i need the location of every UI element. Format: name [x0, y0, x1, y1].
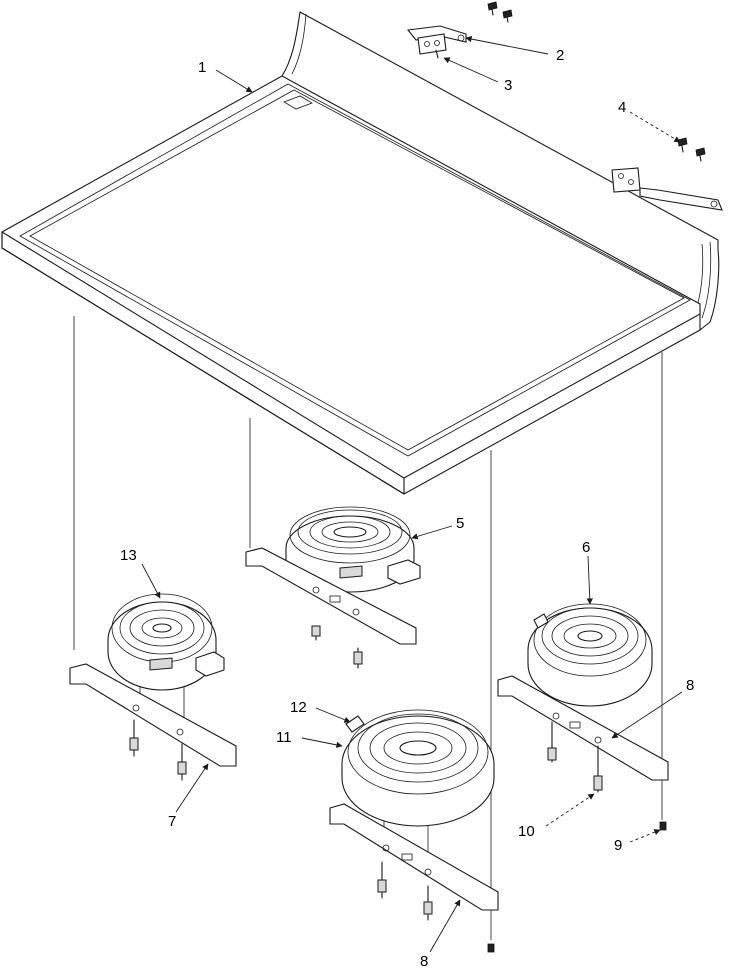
- callout-6: 6: [582, 539, 590, 556]
- screws-right: [677, 137, 706, 162]
- screws-top: [487, 1, 513, 23]
- screw-10: [593, 745, 603, 793]
- callout-4: 4: [618, 99, 626, 116]
- callout-8-front: 8: [420, 953, 428, 970]
- callout-5: 5: [456, 515, 464, 532]
- screw-9: [659, 821, 667, 831]
- callout-1: 1: [198, 59, 206, 76]
- callout-13: 13: [120, 547, 137, 564]
- callout-11: 11: [276, 729, 292, 746]
- callout-labels: 1 2 3 4 5 6 7 8 8 9 10 11 12 13: [120, 47, 694, 970]
- radiant-element-6: [527, 603, 653, 707]
- radiant-element-11: [341, 709, 495, 827]
- callout-2: 2: [556, 47, 564, 64]
- support-bracket-7: [69, 663, 237, 781]
- cooktop-glass-top: [1, 11, 720, 495]
- callout-3: 3: [504, 77, 512, 94]
- callout-10: 10: [518, 823, 535, 840]
- callout-9: 9: [614, 837, 622, 854]
- rear-hinge-bracket-left: [406, 25, 467, 59]
- radiant-element-13: [107, 593, 225, 691]
- support-bracket-8-front: [329, 803, 499, 953]
- callout-8-right: 8: [686, 677, 694, 694]
- callout-7: 7: [168, 813, 176, 830]
- support-bracket-8-right: [497, 675, 669, 781]
- support-bracket-5: [245, 547, 417, 669]
- callout-12: 12: [290, 699, 307, 716]
- leader-lines: [141, 35, 683, 953]
- rear-hinge-bracket-right: [611, 167, 723, 211]
